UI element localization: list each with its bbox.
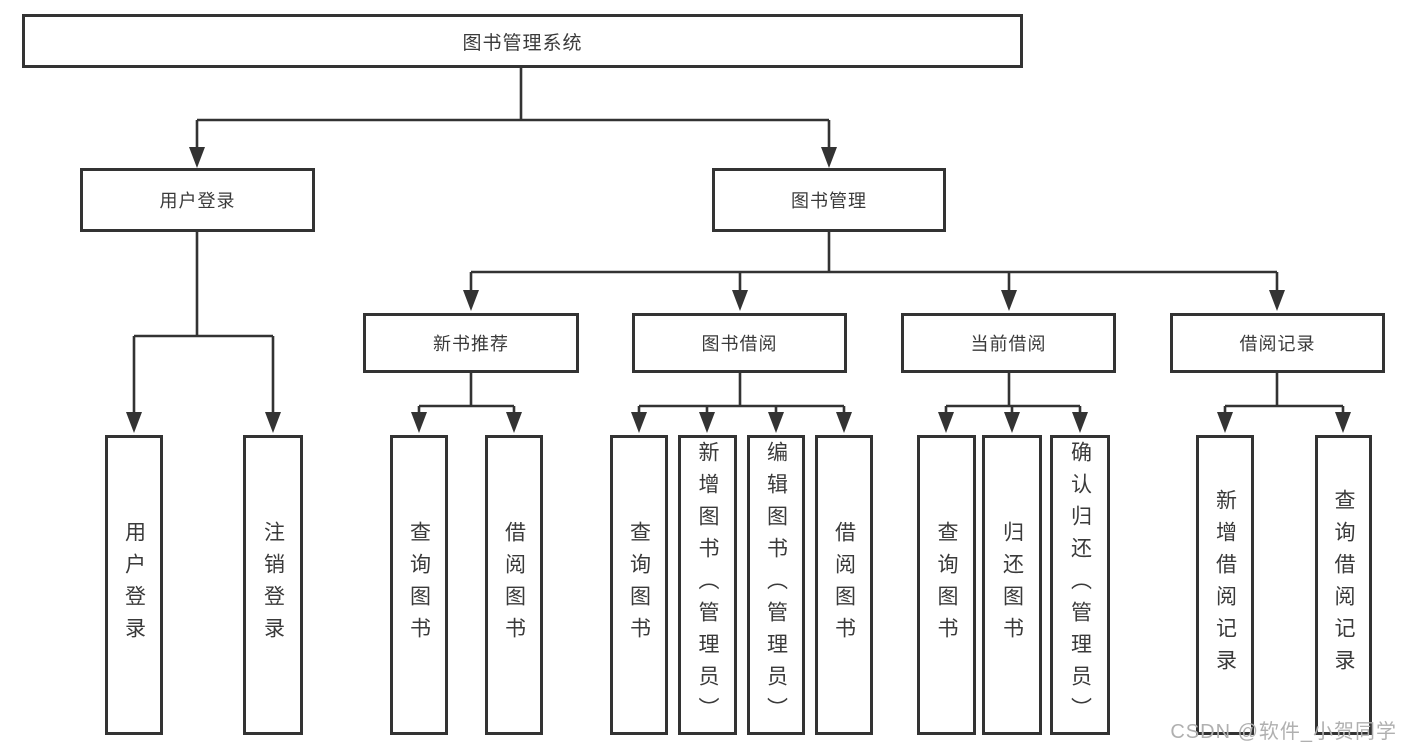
node-label: 确认归还（管理员） <box>1068 441 1092 729</box>
node-label: 借阅图书 <box>502 521 526 649</box>
node-label: 编辑图书（管理员） <box>764 441 788 729</box>
node-label: 新书推荐 <box>433 334 509 354</box>
leaf-borrow-books-recommend: 借阅图书 <box>485 435 543 735</box>
node-current-borrowing: 当前借阅 <box>901 313 1116 373</box>
leaf-user-login: 用户登录 <box>105 435 163 735</box>
leaf-edit-books-admin: 编辑图书（管理员） <box>747 435 805 735</box>
node-label: 借阅记录 <box>1239 334 1316 354</box>
node-label: 当前借阅 <box>970 334 1047 354</box>
node-library-management-system: 图书管理系统 <box>22 14 1023 68</box>
node-label: 借阅图书 <box>832 521 856 649</box>
node-label: 用户登录 <box>122 521 146 649</box>
leaf-logout-login: 注销登录 <box>243 435 303 735</box>
leaf-confirm-return-admin: 确认归还（管理员） <box>1050 435 1110 735</box>
node-label: 用户登录 <box>159 191 236 211</box>
node-label: 新增借阅记录 <box>1213 489 1237 681</box>
node-label: 查询图书 <box>627 521 651 649</box>
leaf-return-books: 归还图书 <box>982 435 1042 735</box>
node-label: 查询图书 <box>407 521 431 649</box>
leaf-query-books-borrow: 查询图书 <box>610 435 668 735</box>
node-label: 归还图书 <box>1000 521 1024 649</box>
node-label: 查询借阅记录 <box>1332 489 1355 681</box>
node-label: 图书借阅 <box>701 334 778 354</box>
leaf-add-borrow-record: 新增借阅记录 <box>1196 435 1254 735</box>
leaf-query-borrow-record: 查询借阅记录 <box>1315 435 1372 735</box>
node-user-login: 用户登录 <box>80 168 315 232</box>
node-label: 注销登录 <box>261 521 285 649</box>
node-borrowing-records: 借阅记录 <box>1170 313 1385 373</box>
node-label: 新增图书（管理员） <box>696 441 719 729</box>
node-label: 图书管理 <box>791 191 867 211</box>
leaf-query-books-recommend: 查询图书 <box>390 435 448 735</box>
node-book-management: 图书管理 <box>712 168 946 232</box>
node-label: 查询图书 <box>935 521 958 649</box>
csdn-watermark: CSDN @软件_小贺同学 <box>1170 721 1397 743</box>
leaf-query-books-current: 查询图书 <box>917 435 976 735</box>
node-new-book-recommendation: 新书推荐 <box>363 313 579 373</box>
leaf-borrow-books: 借阅图书 <box>815 435 873 735</box>
node-book-borrowing: 图书借阅 <box>632 313 847 373</box>
leaf-add-books-admin: 新增图书（管理员） <box>678 435 737 735</box>
node-label: 图书管理系统 <box>462 32 583 54</box>
